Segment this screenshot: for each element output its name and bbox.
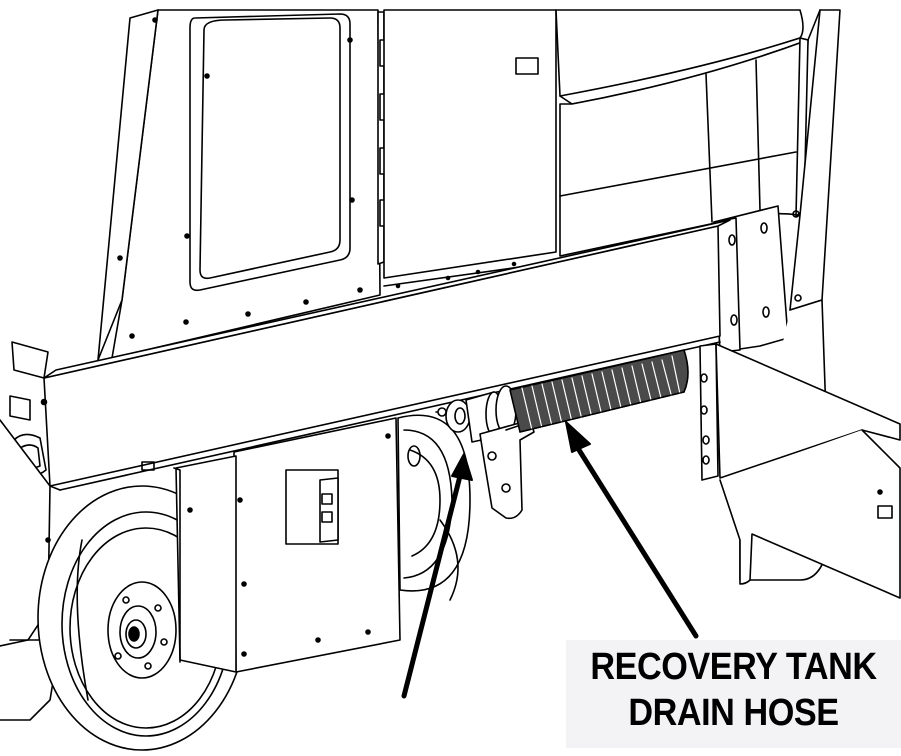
vent-slot bbox=[515, 57, 539, 75]
drain-hose bbox=[509, 349, 689, 433]
center-body bbox=[383, 9, 557, 289]
drain-valve bbox=[435, 385, 517, 443]
arrow-drain-valve-head bbox=[451, 453, 473, 481]
right-lower-panel bbox=[699, 343, 901, 599]
recovery-tank bbox=[555, 9, 841, 311]
callout-line-1: RECOVERY TANK bbox=[590, 646, 877, 688]
arrow-drain-hose bbox=[571, 439, 699, 639]
arrow-drain-valve bbox=[401, 473, 463, 699]
callout-label: RECOVERY TANK DRAIN HOSE bbox=[566, 640, 901, 748]
arrow-drain-hose-head bbox=[565, 421, 591, 453]
left-plate bbox=[0, 341, 61, 721]
hose-bracket bbox=[479, 419, 537, 520]
callout-line-2: DRAIN HOSE bbox=[628, 692, 839, 734]
window-frame bbox=[189, 13, 351, 292]
side-panel bbox=[97, 9, 381, 361]
window-glass bbox=[199, 17, 341, 280]
center-cover bbox=[141, 417, 401, 673]
